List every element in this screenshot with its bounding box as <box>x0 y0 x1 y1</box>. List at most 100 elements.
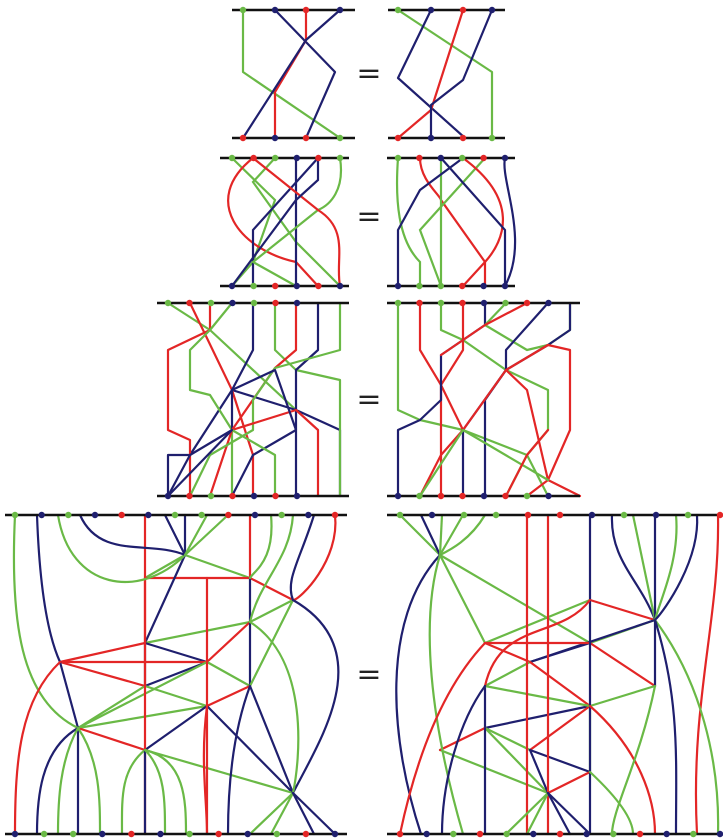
wire-156 <box>653 618 720 836</box>
endpoint-dot-8 <box>336 134 344 142</box>
wire-30 <box>166 301 255 498</box>
endpoint-dot-57 <box>437 299 445 307</box>
wire-108 <box>202 704 209 836</box>
endpoint-dot-50 <box>207 492 215 500</box>
wire-97 <box>291 513 337 602</box>
wire-160 <box>440 684 487 836</box>
wire-18 <box>418 156 487 288</box>
endpoint-dot-39 <box>480 282 487 290</box>
endpoint-dot-112 <box>530 830 537 838</box>
wire-122 <box>588 641 657 688</box>
equals-sign-1: = <box>356 56 381 91</box>
endpoint-dot-24 <box>250 282 257 290</box>
endpoint-dot-69 <box>523 492 531 500</box>
endpoint-dot-19 <box>272 154 279 162</box>
wire-37 <box>230 428 277 498</box>
wire-125 <box>588 684 657 708</box>
wire-33 <box>230 301 320 498</box>
wire-132 <box>546 770 592 795</box>
endpoint-dot-43 <box>207 299 215 307</box>
equals-sign-2: = <box>356 199 381 234</box>
wire-21 <box>418 156 487 288</box>
endpoint-dot-108 <box>423 830 430 838</box>
wire-53 <box>143 553 187 580</box>
endpoint-dot-100 <box>524 511 532 519</box>
wire-157 <box>653 618 678 836</box>
wire-92 <box>183 513 230 557</box>
wire-148 <box>610 513 657 622</box>
wire-16 <box>230 156 320 288</box>
endpoint-dot-79 <box>225 511 232 519</box>
endpoint-dot-75 <box>118 511 125 519</box>
wire-164 <box>546 791 592 836</box>
endpoint-dot-20 <box>293 154 300 162</box>
wire-8 <box>429 8 494 140</box>
endpoint-dot-51 <box>229 492 236 500</box>
endpoint-dot-63 <box>394 492 402 500</box>
endpoint-dot-113 <box>556 830 564 838</box>
endpoint-dot-73 <box>65 511 72 519</box>
wire-124 <box>528 660 592 708</box>
wire-91 <box>183 513 209 557</box>
wire-28 <box>166 301 212 498</box>
wire-147 <box>438 513 487 557</box>
endpoint-dot-91 <box>215 830 222 838</box>
endpoint-dot-104 <box>652 511 660 519</box>
rails-layer <box>5 8 722 836</box>
endpoint-dot-115 <box>610 830 617 838</box>
endpoint-dot-74 <box>91 511 99 519</box>
endpoint-dot-80 <box>251 511 259 519</box>
wire-23 <box>461 156 504 288</box>
endpoint-dot-52 <box>250 492 258 500</box>
wire-104 <box>120 748 147 836</box>
wire-155 <box>428 553 465 836</box>
endpoint-dot-61 <box>523 299 531 307</box>
endpoint-dot-86 <box>69 830 77 838</box>
endpoint-dot-67 <box>480 492 488 500</box>
equals-sign-4: = <box>356 657 381 692</box>
endpoint-dot-111 <box>503 830 510 838</box>
endpoint-dot-6 <box>271 134 279 142</box>
wire-167 <box>610 684 657 836</box>
wire-120 <box>483 641 532 664</box>
wire-20 <box>396 156 465 288</box>
endpoint-dot-78 <box>198 511 205 519</box>
endpoint-dot-68 <box>502 492 509 500</box>
wire-59 <box>248 598 295 624</box>
wire-50 <box>418 428 550 498</box>
wire-24 <box>439 156 507 288</box>
endpoint-dot-45 <box>250 299 258 307</box>
endpoint-dot-103 <box>620 511 628 519</box>
wire-130 <box>528 748 592 774</box>
endpoint-dot-42 <box>186 299 193 307</box>
wire-52 <box>183 553 252 580</box>
wire-149 <box>631 513 657 622</box>
wire-64 <box>58 660 147 688</box>
endpoint-dot-46 <box>272 299 279 307</box>
wire-49 <box>461 368 582 498</box>
endpoint-dot-98 <box>460 511 468 519</box>
endpoint-dot-101 <box>556 511 564 519</box>
wire-78 <box>248 684 295 795</box>
wire-86 <box>35 513 62 664</box>
wire-72 <box>76 726 147 752</box>
wire-145 <box>438 513 444 557</box>
endpoint-dot-82 <box>305 511 312 519</box>
wire-70 <box>205 684 252 708</box>
wire-34 <box>188 301 342 498</box>
wire-10 <box>227 156 320 288</box>
wire-11 <box>251 156 342 288</box>
wire-35 <box>230 408 320 498</box>
endpoint-dot-54 <box>293 492 301 500</box>
wire-116 <box>588 598 657 622</box>
wire-121 <box>528 641 592 664</box>
wire-153 <box>694 513 720 836</box>
wire-9 <box>230 156 277 288</box>
wires-layer <box>12 8 720 836</box>
wire-103 <box>76 726 102 836</box>
endpoint-dot-16 <box>488 134 496 142</box>
endpoint-dot-28 <box>336 282 344 290</box>
wire-80 <box>58 660 80 730</box>
wire-13 <box>251 156 320 288</box>
endpoint-dot-99 <box>492 511 500 519</box>
